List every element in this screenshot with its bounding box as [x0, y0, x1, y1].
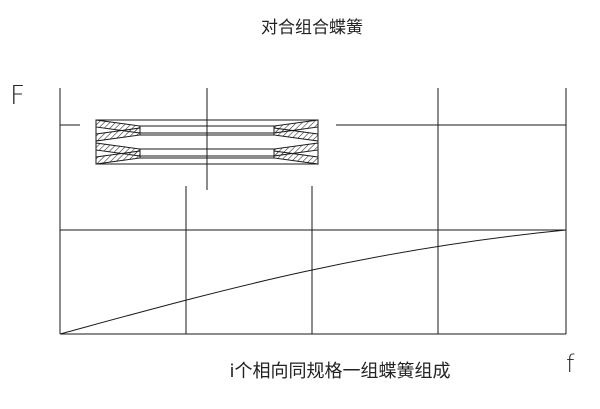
disc-spring-stack: [95, 88, 319, 190]
grid-lines: [59, 88, 567, 335]
diagram-caption: i个相向同规格一组蝶簧组成: [230, 361, 451, 382]
diagram-title: 对合组合蝶簧: [261, 18, 363, 38]
force-deflection-curve: [59, 229, 567, 335]
y-axis-label: F: [10, 81, 25, 111]
x-axis-label: f: [566, 350, 575, 378]
